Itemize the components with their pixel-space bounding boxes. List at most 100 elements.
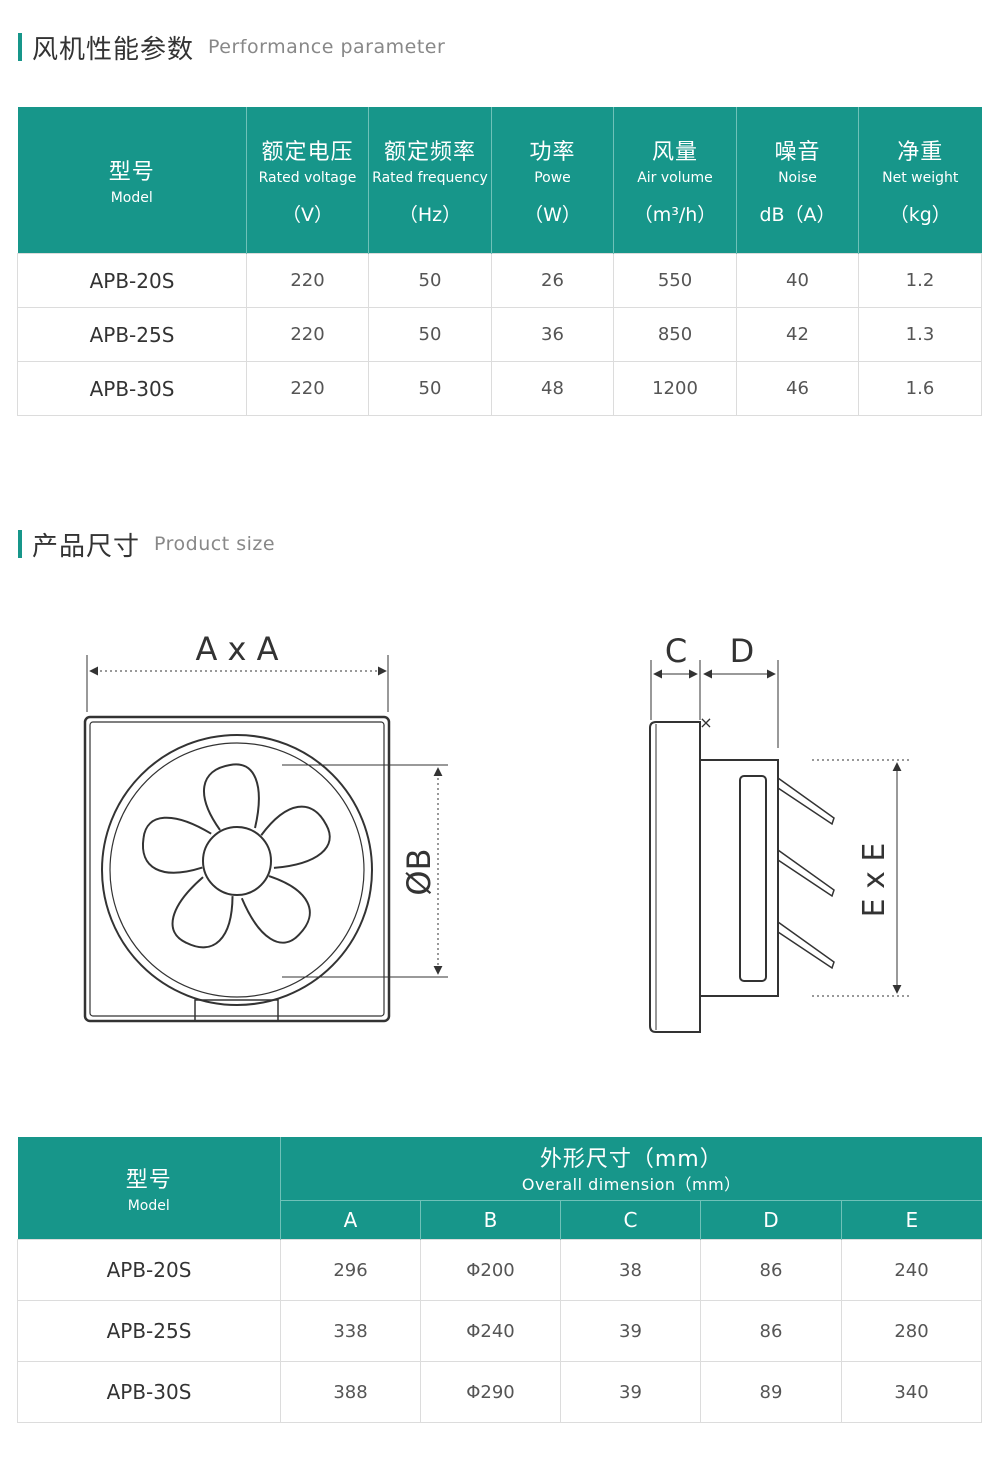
cell-b: Φ200 — [420, 1239, 561, 1301]
header-zh: 功率 — [529, 139, 576, 165]
header-zh: 额定电压 — [261, 139, 354, 165]
cell-e: 240 — [840, 1239, 983, 1301]
header-col-e: E — [840, 1200, 982, 1240]
cell-e: 340 — [840, 1361, 983, 1423]
header-unit: dB（A） — [759, 203, 836, 226]
header-en: Rated voltage — [258, 169, 357, 186]
performance-table: 型号 Model 额定电压 Rated voltage （V） 额定频率 Rat… — [17, 107, 982, 416]
cell-c: 39 — [560, 1361, 701, 1423]
header-air-volume: 风量 Air volume （m³/h） — [613, 107, 737, 254]
section-title-en: Product size — [154, 533, 276, 555]
label-exe: E x E — [857, 843, 892, 918]
header-rated-frequency: 额定频率 Rated frequency （Hz） — [368, 107, 492, 254]
fan-hub — [202, 826, 272, 896]
cell-voltage: 220 — [246, 253, 369, 308]
cell-power: 26 — [491, 253, 614, 308]
cell-b: Φ290 — [420, 1361, 561, 1423]
header-zh: 风量 — [651, 139, 698, 165]
product-size-diagram: A x A ØB C D × — [83, 630, 910, 1033]
cell-model: APB-20S — [17, 253, 247, 308]
dimension-table: 型号 Model 外形尺寸（mm） Overall dimension（mm） … — [17, 1137, 983, 1423]
cell-b: Φ240 — [420, 1300, 561, 1362]
header-unit: （W） — [524, 203, 581, 226]
side-body — [699, 759, 779, 997]
cell-c: 38 — [560, 1239, 701, 1301]
fan-frame-outer — [83, 715, 391, 1023]
header-zh: 型号 — [125, 1168, 172, 1193]
section-title-zh: 产品尺寸 — [32, 531, 141, 562]
table-row: APB-25S 220 50 36 850 42 1.3 — [17, 307, 982, 362]
header-en: Air volume — [637, 169, 713, 186]
table-row: APB-30S 220 50 48 1200 46 1.6 — [17, 361, 982, 416]
side-brackets — [777, 777, 835, 970]
header-model: 型号 Model — [17, 1137, 281, 1240]
header-en: Rated frequency — [372, 169, 488, 186]
label-axa: A x A — [195, 630, 278, 668]
cell-net-weight: 1.6 — [858, 361, 982, 416]
fan-ring-outer — [101, 734, 373, 1006]
side-front-panel — [649, 721, 701, 1033]
header-en: Noise — [778, 169, 817, 186]
dimension-header-row: 型号 Model 外形尺寸（mm） Overall dimension（mm） — [17, 1137, 982, 1240]
header-zh: 型号 — [108, 160, 155, 185]
header-power: 功率 Powe （W） — [491, 107, 614, 254]
fan-blades — [141, 763, 331, 949]
cell-e: 280 — [840, 1300, 983, 1362]
cell-noise: 42 — [736, 307, 859, 362]
header-unit: （m³/h） — [633, 203, 717, 226]
cell-d: 86 — [700, 1300, 842, 1362]
cell-noise: 40 — [736, 253, 859, 308]
dimension-subheader-row: A B C D E — [18, 1200, 982, 1240]
cell-power: 36 — [491, 307, 614, 362]
header-en: Net weight — [882, 169, 959, 186]
cell-air-volume: 550 — [613, 253, 737, 308]
cell-frequency: 50 — [368, 361, 492, 416]
cell-model: APB-30S — [17, 361, 247, 416]
front-view: A x A ØB — [83, 630, 448, 1023]
header-rated-voltage: 额定电压 Rated voltage （V） — [246, 107, 369, 254]
fan-ring-inner — [109, 742, 365, 998]
section-title-size: 产品尺寸 Product size — [18, 529, 276, 562]
header-en: Overall dimension（mm） — [521, 1175, 741, 1195]
header-zh: 噪音 — [774, 139, 821, 165]
cell-model: APB-30S — [17, 1361, 281, 1423]
header-unit: （Hz） — [398, 203, 462, 226]
cell-voltage: 220 — [246, 307, 369, 362]
cell-voltage: 220 — [246, 361, 369, 416]
cell-model: APB-20S — [17, 1239, 281, 1301]
cell-air-volume: 1200 — [613, 361, 737, 416]
table-row: APB-20S 220 50 26 550 40 1.2 — [17, 253, 982, 308]
header-col-c: C — [560, 1200, 701, 1240]
cell-frequency: 50 — [368, 253, 492, 308]
header-en: Powe — [534, 169, 571, 186]
section-title-en: Performance parameter — [208, 36, 446, 58]
cell-air-volume: 850 — [613, 307, 737, 362]
header-zh: 额定频率 — [383, 139, 476, 165]
header-unit: （V） — [282, 203, 333, 226]
label-ob: ØB — [400, 848, 438, 895]
header-en: Model — [127, 1198, 170, 1214]
header-zh: 外形尺寸（mm） — [539, 1147, 723, 1173]
header-net-weight: 净重 Net weight （kg） — [858, 107, 982, 254]
header-col-b: B — [420, 1200, 561, 1240]
header-model: 型号 Model — [17, 107, 247, 254]
section-title-zh: 风机性能参数 — [32, 34, 195, 65]
cell-d: 89 — [700, 1361, 842, 1423]
cell-a: 388 — [280, 1361, 421, 1423]
cell-a: 296 — [280, 1239, 421, 1301]
cell-net-weight: 1.3 — [858, 307, 982, 362]
cell-c: 39 — [560, 1300, 701, 1362]
label-d: D — [730, 632, 755, 670]
header-col-d: D — [700, 1200, 842, 1240]
performance-header-row: 型号 Model 额定电压 Rated voltage （V） 额定频率 Rat… — [17, 107, 982, 254]
cell-model: APB-25S — [17, 307, 247, 362]
cell-frequency: 50 — [368, 307, 492, 362]
label-c: C — [665, 632, 687, 670]
cell-power: 48 — [491, 361, 614, 416]
table-row: APB-25S 338 Φ240 39 86 280 — [17, 1300, 983, 1362]
header-en: Model — [110, 190, 153, 206]
fan-bottom-tab — [194, 999, 279, 1022]
table-row: APB-20S 296 Φ200 38 86 240 — [17, 1239, 983, 1301]
cell-noise: 46 — [736, 361, 859, 416]
cell-model: APB-25S — [17, 1300, 281, 1362]
